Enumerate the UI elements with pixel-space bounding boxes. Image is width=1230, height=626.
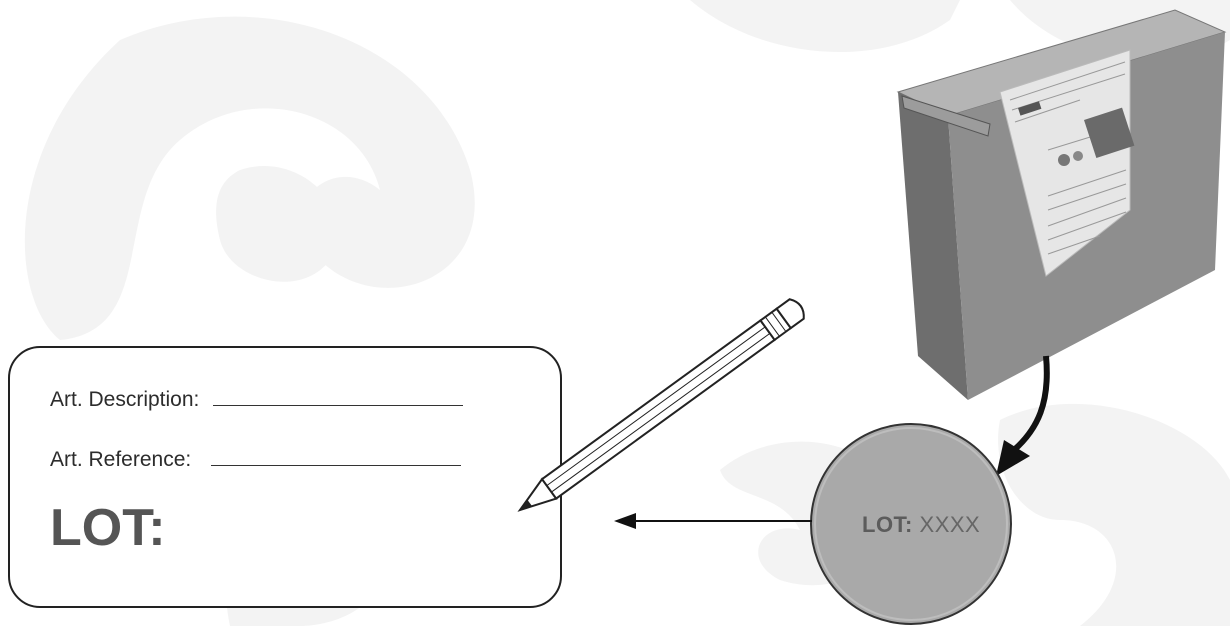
art-description-blank[interactable] — [213, 404, 464, 406]
art-reference-label: Art. Reference: — [50, 448, 192, 471]
art-reference-blank[interactable] — [211, 464, 462, 466]
art-description-label: Art. Description: — [50, 388, 200, 411]
art-description-row: Art. Description: — [50, 388, 464, 412]
label-form-card: Art. Description: Art. Reference: LOT: — [8, 346, 562, 608]
art-reference-row: Art. Reference: — [50, 448, 462, 472]
lot-stamp: LOT: XXXX — [862, 512, 980, 538]
lot-stamp-value: XXXX — [919, 512, 981, 537]
lot-stamp-prefix: LOT: — [862, 512, 913, 537]
lot-label: LOT: — [50, 499, 166, 557]
